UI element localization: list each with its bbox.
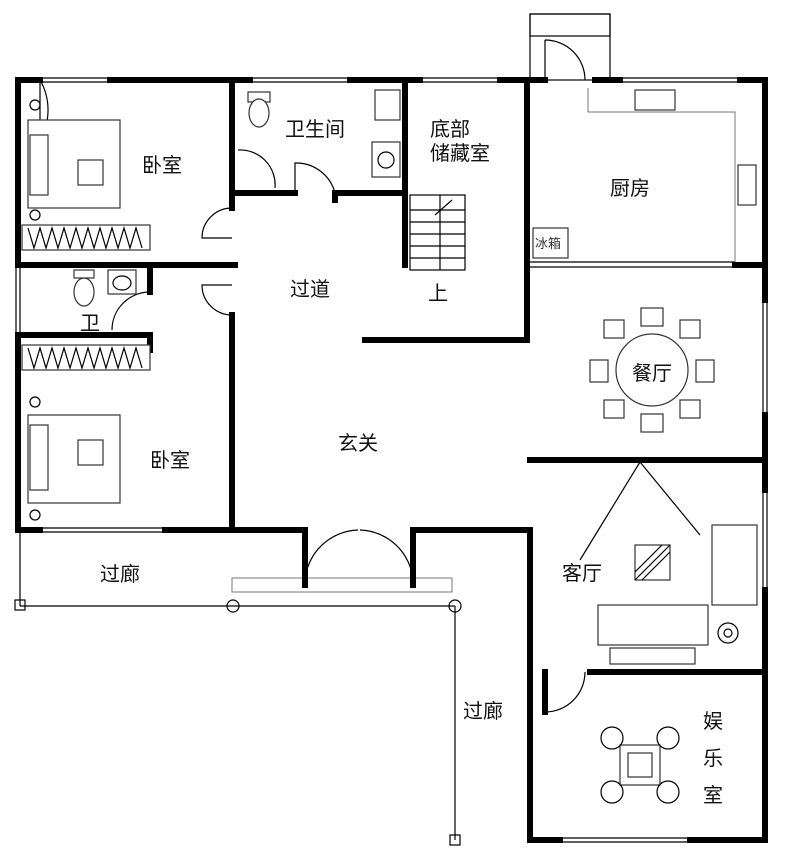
doors [39, 79, 586, 713]
label-stairs-up: 上 [428, 281, 448, 305]
vent-shaft [529, 13, 611, 81]
corridor-outline [14, 532, 462, 846]
walls [15, 77, 768, 843]
kitchen-fixtures [532, 88, 757, 262]
label-entertainment-1: 娱 [703, 709, 723, 733]
label-storage-2: 储藏室 [430, 141, 490, 165]
label-bedroom-bottom: 卧室 [150, 448, 190, 472]
mahjong-table [600, 726, 680, 804]
label-fridge: 冰箱 [535, 236, 561, 252]
label-bathroom: 卫生间 [285, 117, 345, 141]
bathroom-fixtures [73, 89, 401, 307]
label-foyer: 玄关 [338, 431, 378, 455]
label-corridor-bottom: 过廊 [463, 699, 503, 723]
bed-top [21, 99, 151, 251]
label-corridor-left: 过廊 [100, 562, 140, 586]
label-dining: 餐厅 [632, 361, 672, 385]
staircase [409, 194, 466, 271]
living-furniture [579, 461, 758, 665]
label-hallway: 过道 [290, 277, 330, 301]
label-small-bath: 卫 [80, 311, 100, 335]
dining-table [589, 307, 715, 433]
bed-bottom [21, 344, 151, 521]
label-living: 客厅 [562, 561, 602, 585]
label-bedroom-top: 卧室 [142, 153, 182, 177]
label-storage-1: 底部 [430, 117, 470, 141]
label-kitchen: 厨房 [610, 176, 650, 200]
label-entertainment-3: 室 [703, 783, 723, 807]
label-entertainment-2: 乐 [703, 746, 723, 770]
